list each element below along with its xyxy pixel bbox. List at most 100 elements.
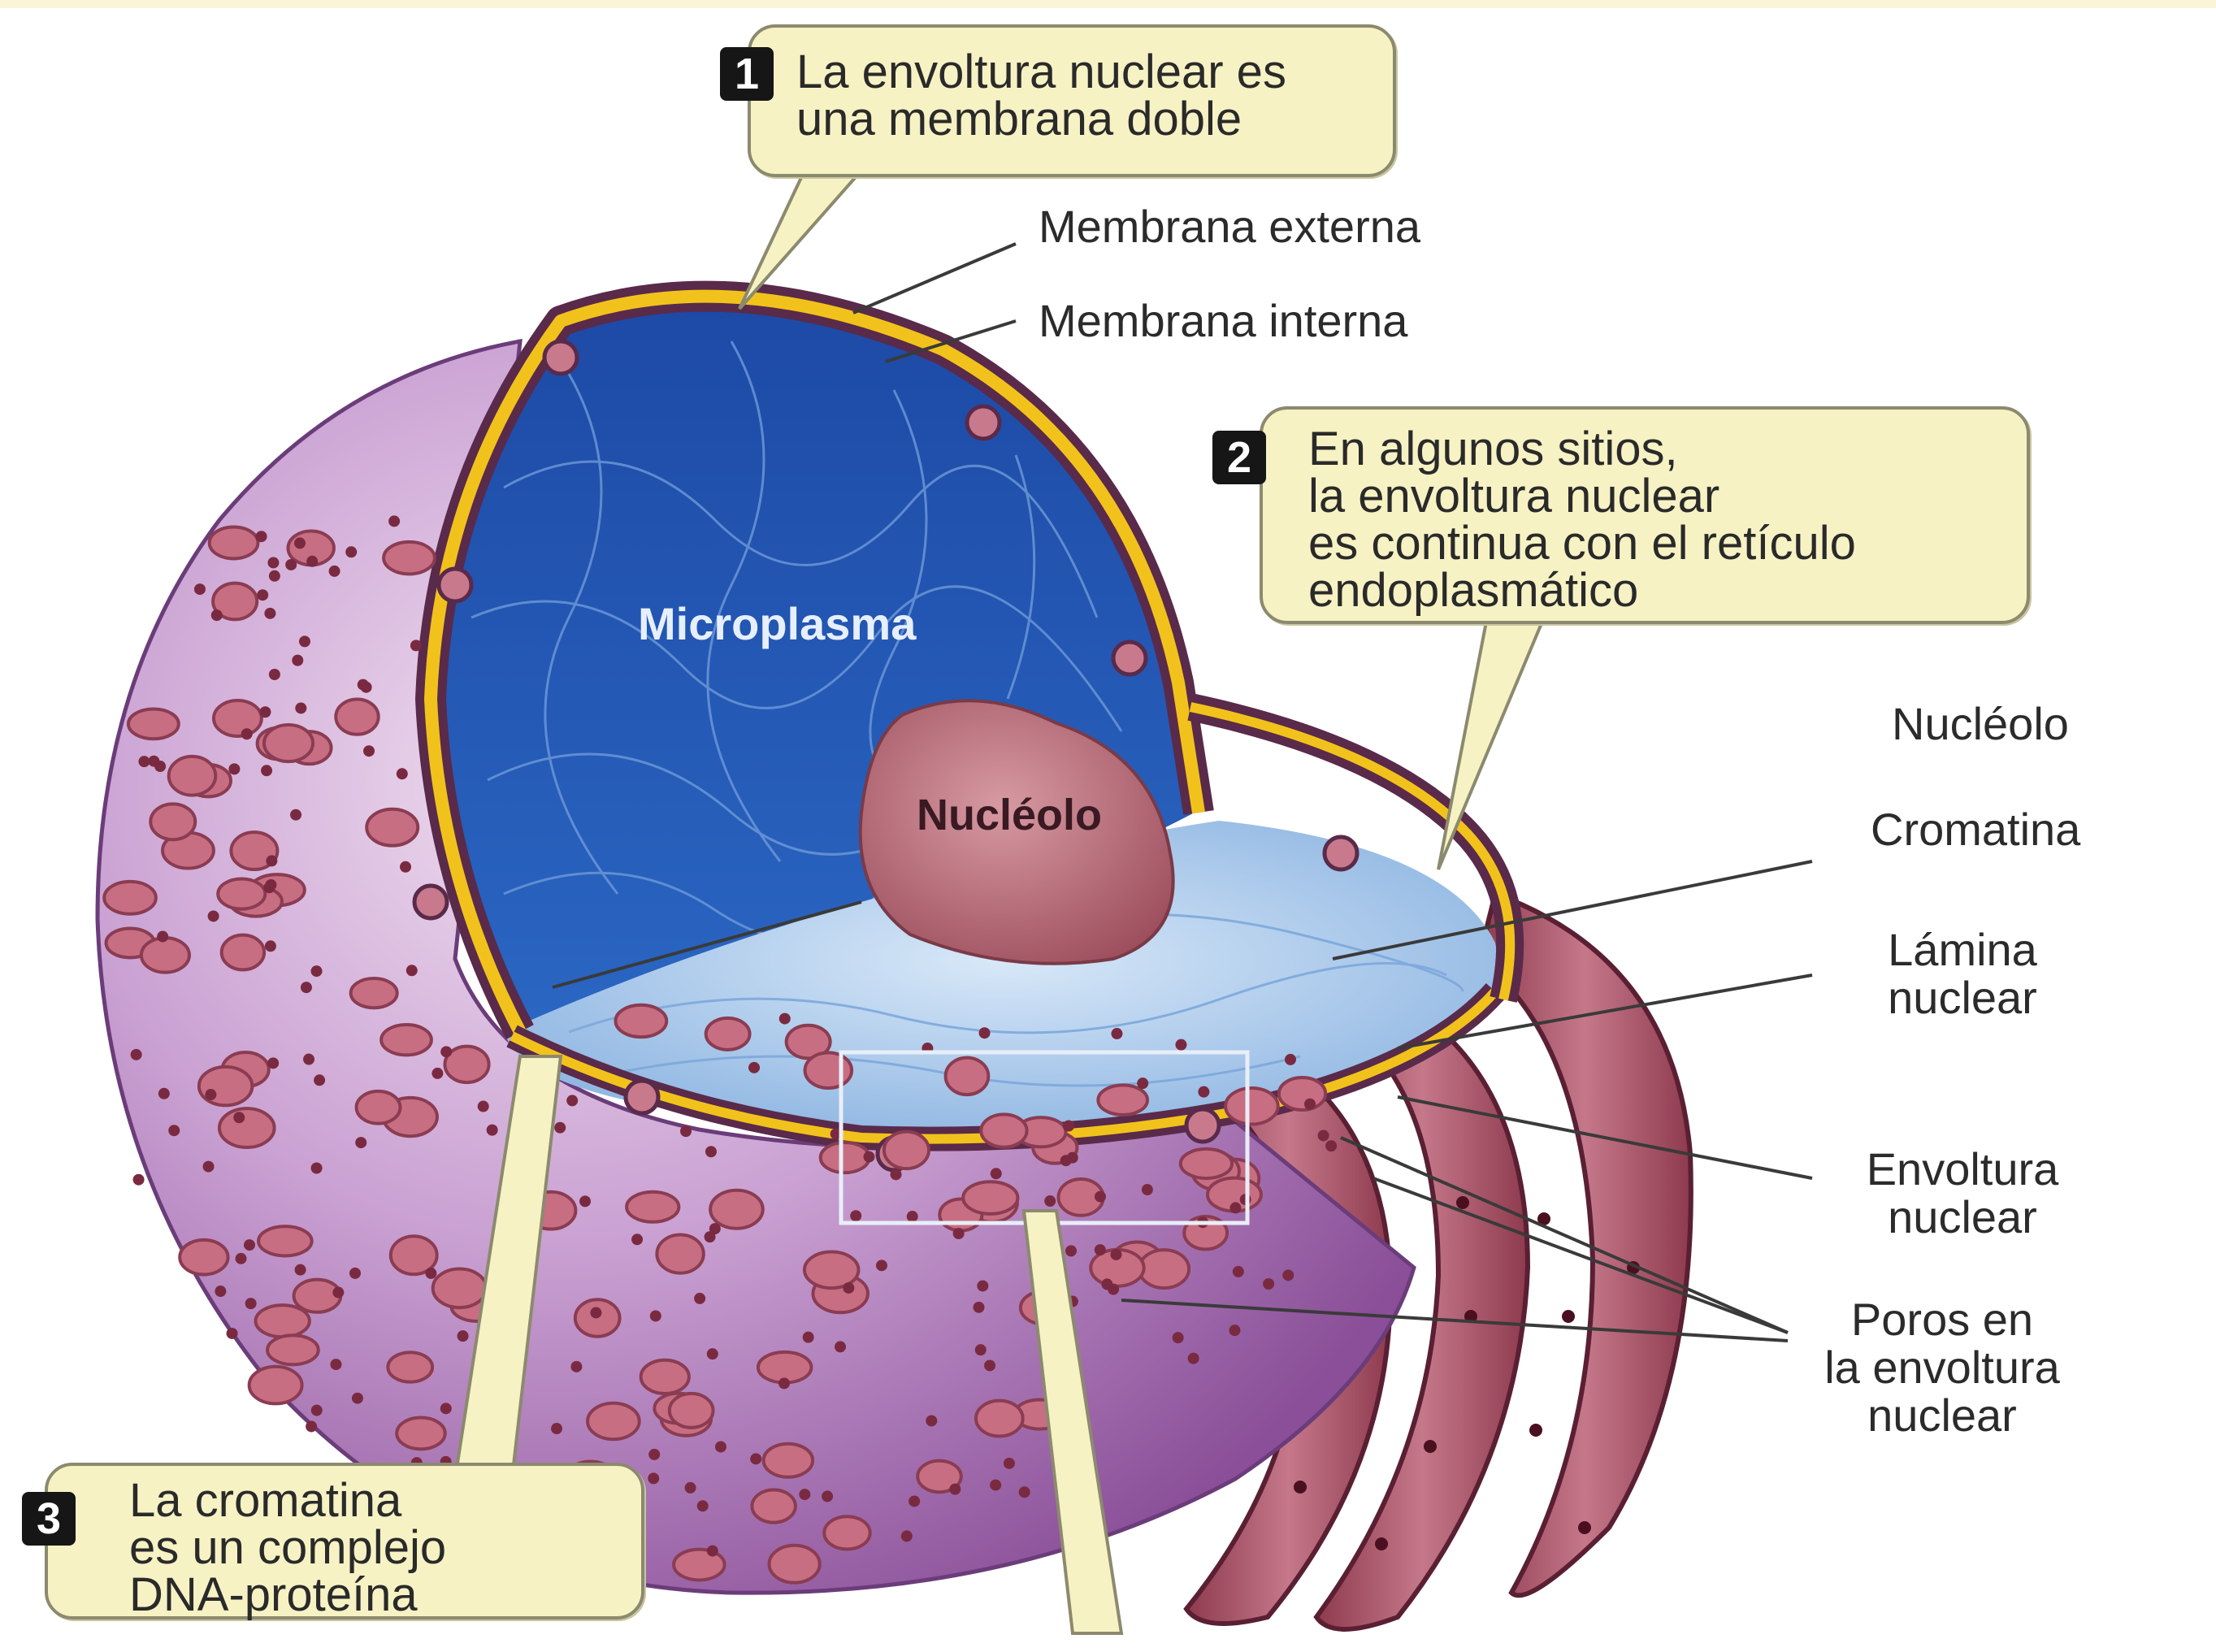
surface-dot — [876, 1260, 887, 1271]
surface-dot — [984, 1359, 995, 1371]
surface-dot — [245, 1298, 257, 1309]
surface-dot — [1095, 1191, 1106, 1203]
surface-dot — [1175, 1039, 1186, 1051]
label-lamina-line-1: Lámina — [1869, 926, 2056, 974]
surface-dot — [314, 1074, 325, 1086]
surface-dot — [570, 1361, 582, 1372]
surface-pore — [366, 809, 418, 846]
surface-dot — [1095, 1244, 1106, 1255]
surface-dot — [977, 1280, 988, 1291]
surface-dot — [208, 910, 219, 921]
surface-dot — [1111, 1249, 1122, 1260]
surface-pore — [821, 1143, 869, 1173]
surface-dot — [157, 931, 168, 943]
surface-dot — [778, 1377, 790, 1389]
surface-pore — [214, 700, 262, 736]
surface-dot — [290, 809, 301, 821]
surface-dot — [554, 1122, 566, 1134]
surface-dot — [295, 1264, 306, 1276]
label-cromatina: Cromatina — [1871, 806, 2080, 854]
surface-dot — [269, 570, 280, 582]
surface-pore — [588, 1403, 640, 1439]
label-nucleolo-right: Nucléolo — [1892, 700, 2069, 748]
surface-pore — [627, 1192, 679, 1222]
surface-dot — [345, 546, 357, 557]
surface-dot — [748, 1062, 760, 1073]
surface-dot — [1285, 1054, 1296, 1065]
surface-dot — [863, 1151, 874, 1163]
surface-dot — [269, 669, 280, 680]
surface-pore — [764, 1444, 813, 1477]
surface-pore — [824, 1516, 869, 1549]
surface-dot — [330, 1359, 341, 1370]
callout-2-line-2: la envoltura nuclear — [1308, 473, 1856, 520]
surface-dot — [138, 756, 150, 767]
surface-dot — [194, 583, 206, 595]
label-poros-line-3: nuclear — [1804, 1392, 2080, 1440]
surface-dot — [148, 756, 159, 767]
surface-pore — [180, 1240, 228, 1275]
surface-dot — [566, 1095, 578, 1106]
surface-dot — [227, 1328, 238, 1339]
surface-pore — [258, 1226, 312, 1255]
surface-dot — [241, 728, 253, 739]
surface-dot — [1229, 1202, 1241, 1213]
surface-pore — [981, 1114, 1026, 1147]
surface-dot — [1019, 1486, 1030, 1498]
surface-dot — [990, 1480, 1001, 1491]
callout-2-number: 2 — [1212, 431, 1266, 484]
surface-dot — [1198, 1086, 1209, 1098]
surface-dot — [1004, 1458, 1015, 1469]
surface-dot — [487, 1125, 498, 1136]
surface-pore — [218, 878, 265, 908]
callout-3-line-1: La cromatina — [129, 1477, 446, 1524]
surface-dot — [397, 768, 408, 779]
surface-dot — [233, 1112, 245, 1123]
surface-dot — [1318, 1130, 1329, 1141]
callout-3: 3 La cromatina es un complejo DNA-proteí… — [45, 1463, 644, 1619]
surface-dot — [1282, 1269, 1294, 1281]
callout-3-line-3: DNA-proteína — [129, 1572, 446, 1619]
surface-pore — [1225, 1088, 1278, 1124]
callout-2-line-4: endoplasmático — [1308, 567, 1856, 614]
surface-dot — [685, 1482, 696, 1494]
callout-1-number: 1 — [720, 47, 774, 101]
surface-dot — [244, 1239, 255, 1251]
surface-pore — [946, 1058, 989, 1095]
surface-dot — [949, 1484, 961, 1495]
label-lamina-line-2: nuclear — [1869, 974, 2056, 1022]
surface-dot — [285, 559, 297, 570]
surface-dot — [975, 1344, 987, 1355]
surface-dot — [131, 1049, 142, 1060]
label-poros-line-2: la envoltura — [1804, 1344, 2080, 1392]
surface-dot — [332, 1287, 344, 1299]
surface-pore — [1279, 1077, 1325, 1110]
surface-dot — [579, 1195, 591, 1207]
surface-dot — [355, 1137, 366, 1148]
surface-dot — [799, 1489, 810, 1500]
surface-dot — [261, 765, 272, 776]
surface-dot — [650, 1310, 661, 1321]
surface-dot — [1108, 1284, 1119, 1295]
surface-pore — [222, 935, 264, 970]
surface-pore — [141, 938, 189, 973]
surface-pore — [267, 1335, 319, 1364]
surface-pore — [388, 1352, 432, 1381]
surface-dot — [551, 1423, 562, 1434]
surface-dot — [256, 531, 267, 542]
surface-dot — [133, 1174, 145, 1186]
surface-dot — [697, 1500, 709, 1511]
surface-dot — [215, 1286, 226, 1297]
surface-dot — [707, 1546, 718, 1557]
surface-dot — [265, 879, 276, 891]
callout-2-line-1: En algunos sitios, — [1308, 426, 1856, 473]
surface-pore — [351, 978, 397, 1008]
surface-dot — [349, 1268, 361, 1279]
surface-pore — [210, 527, 258, 558]
surface-dot — [440, 1046, 452, 1057]
surface-pore — [884, 1132, 929, 1169]
surface-dot — [979, 1027, 991, 1038]
surface-pore — [752, 1489, 795, 1522]
surface-dot — [267, 557, 279, 568]
surface-dot — [1233, 1266, 1244, 1277]
